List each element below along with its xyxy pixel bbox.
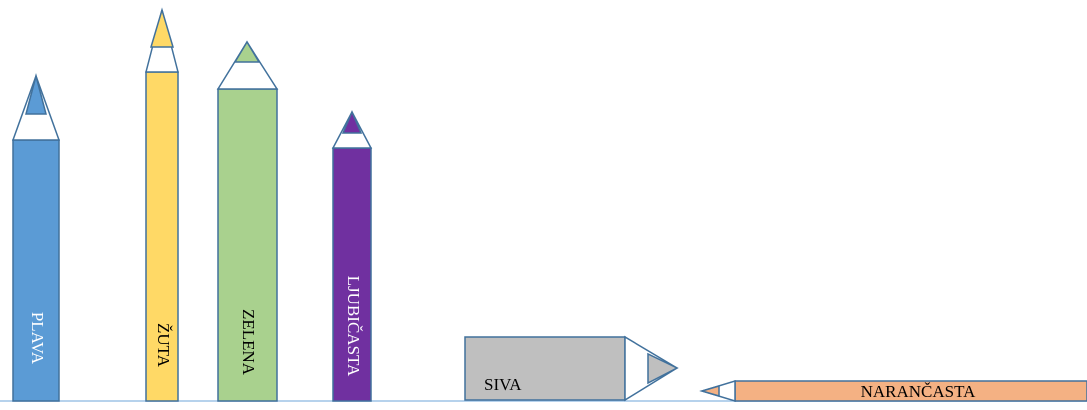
pencil-zuta-label: ŽUTA xyxy=(154,323,173,368)
pencil-siva-tip xyxy=(647,352,679,385)
pencil-siva-body xyxy=(464,336,626,401)
pencil-narancasta-tip xyxy=(699,384,720,398)
pencil-narancasta: NARANČASTA xyxy=(699,379,1087,403)
pencil-zelena-body xyxy=(217,88,278,402)
pencil-narancasta-label: NARANČASTA xyxy=(861,382,977,401)
pencil-ljubicasta: LJUBIČASTA xyxy=(331,110,373,402)
pencil-plava-tip xyxy=(25,73,47,115)
pencil-siva-label: SIVA xyxy=(484,375,522,394)
pencil-ljubicasta-tip xyxy=(341,110,363,134)
pencil-plava-body xyxy=(12,139,60,402)
pencil-zelena-label: ZELENA xyxy=(239,309,258,376)
pencil-plava-label: PLAVA xyxy=(28,312,47,365)
pencil-zelena: ZELENA xyxy=(216,40,279,402)
pencil-ljubicasta-body xyxy=(332,147,372,402)
pencil-zelena-cone xyxy=(216,40,279,90)
pencil-plava: PLAVA xyxy=(11,73,61,402)
pencil-zuta-tip xyxy=(149,7,175,48)
pencil-siva: SIVA xyxy=(464,335,679,402)
pencil-zuta-body xyxy=(145,71,179,402)
pencil-zelena-tip xyxy=(233,40,261,63)
pencil-zuta: ŽUTA xyxy=(145,7,179,402)
pencil-ljubicasta-label: LJUBIČASTA xyxy=(344,276,363,377)
